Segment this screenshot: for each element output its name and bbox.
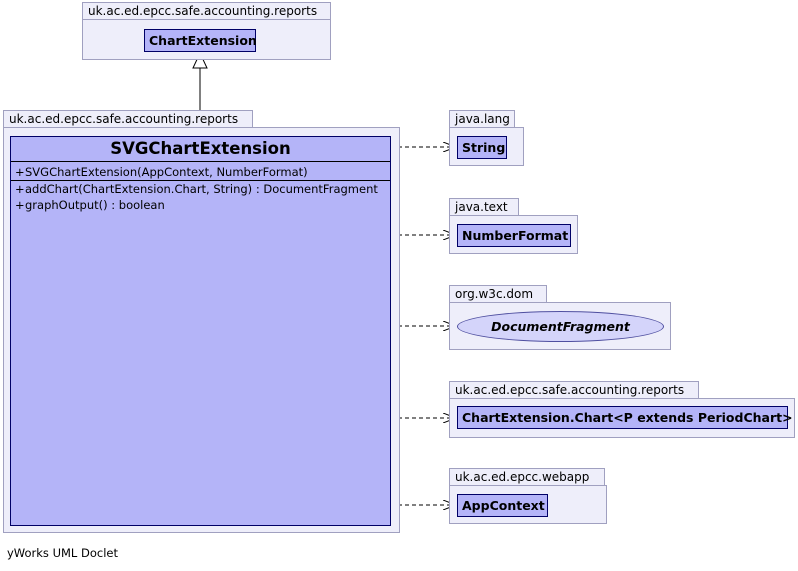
package-top: uk.ac.ed.epcc.safe.accounting.reports: [82, 2, 331, 60]
constructor-row: +SVGChartExtension(AppContext, NumberFor…: [15, 165, 308, 179]
package-webapp-label: uk.ac.ed.epcc.webapp: [449, 468, 605, 485]
package-java-lang-label: java.lang: [449, 110, 515, 127]
visibility-public: +: [15, 165, 25, 179]
class-chart-extension[interactable]: ChartExtension: [144, 29, 257, 52]
method-row: +graphOutput() : boolean: [15, 198, 165, 212]
method-row: +addChart(ChartExtension.Chart, String) …: [15, 182, 378, 196]
constructor-signature: SVGChartExtension(AppContext, NumberForm…: [25, 165, 308, 179]
package-reports-2-label: uk.ac.ed.epcc.safe.accounting.reports: [449, 381, 699, 398]
class-name: SVGChartExtension: [110, 139, 291, 158]
class-string[interactable]: String: [457, 136, 507, 159]
package-w3c-dom-label: org.w3c.dom: [449, 285, 547, 302]
package-java-text-label: java.text: [449, 198, 519, 215]
class-svg-chart-extension[interactable]: SVGChartExtension +SVGChartExtension(App…: [10, 136, 391, 526]
separator-operations: [11, 180, 390, 181]
package-top-label: uk.ac.ed.epcc.safe.accounting.reports: [82, 2, 331, 19]
separator-attributes: [11, 161, 390, 162]
footer-label: yWorks UML Doclet: [7, 546, 118, 560]
generalization-arrowhead: [192, 51, 208, 69]
interface-document-fragment[interactable]: DocumentFragment: [457, 311, 664, 342]
visibility-public: +: [15, 198, 25, 212]
class-app-context[interactable]: AppContext: [457, 494, 548, 517]
method-signature: addChart(ChartExtension.Chart, String) :…: [25, 182, 378, 196]
method-signature: graphOutput() : boolean: [25, 198, 165, 212]
package-webapp: uk.ac.ed.epcc.webapp: [449, 468, 607, 524]
package-main-label: uk.ac.ed.epcc.safe.accounting.reports: [3, 110, 253, 127]
class-number-format[interactable]: NumberFormat: [457, 224, 571, 247]
visibility-public: +: [15, 182, 25, 196]
class-chart[interactable]: ChartExtension.Chart<P extends PeriodCha…: [457, 406, 793, 429]
